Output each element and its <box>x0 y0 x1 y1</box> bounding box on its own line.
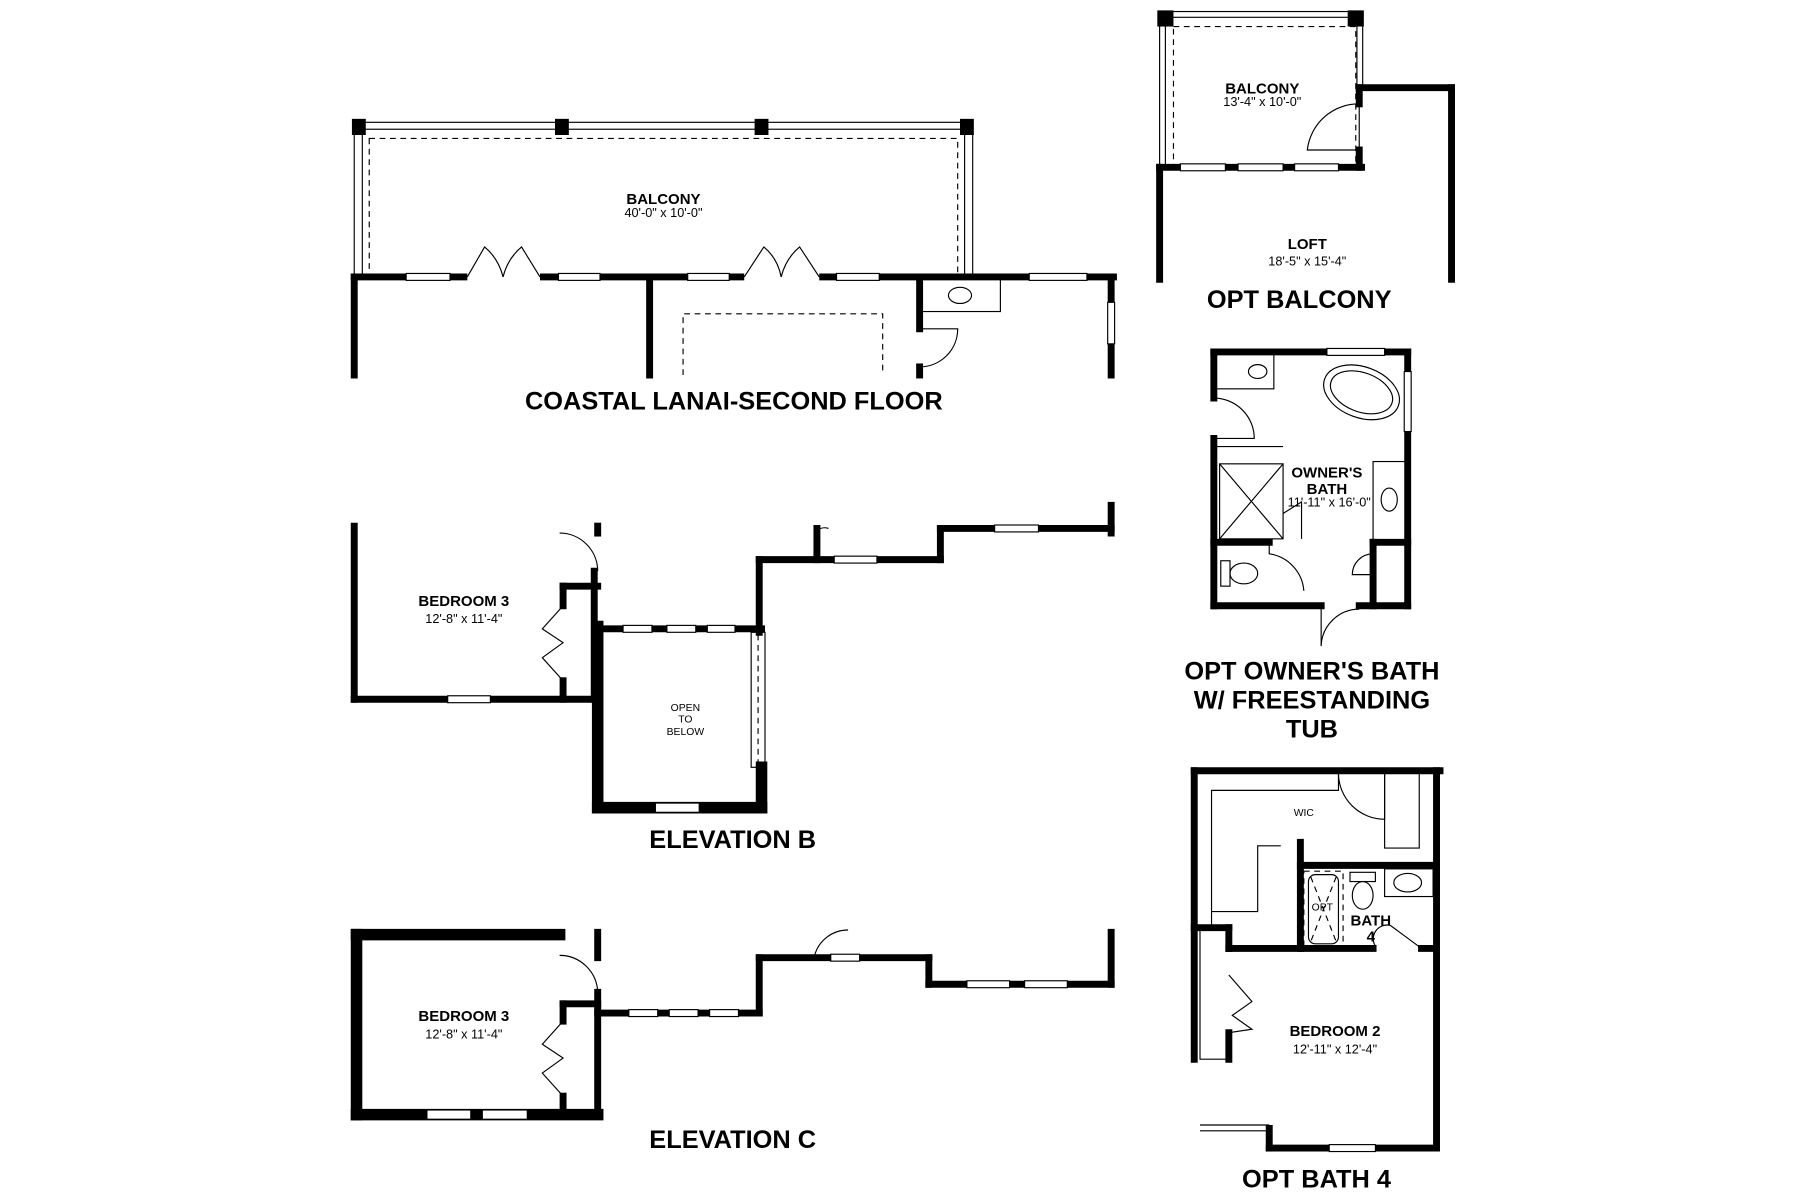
room-dims: 12'-8" x 11'-4" <box>425 1027 502 1041</box>
room-label: BATH <box>1350 912 1391 929</box>
elevation-b-plan: BEDROOM 3 12'-8" x 11'-4" OPEN TO BELOW … <box>350 501 1115 854</box>
open-to-below-label: TO <box>678 714 692 725</box>
opt-balcony-plan: BALCONY 13'-4" x 10'-0" LOFT 18'-5" x 15… <box>1156 10 1455 314</box>
open-to-below-label: BELOW <box>667 727 705 738</box>
coastal-lanai-plan: BALCONY 40'-0" x 10'-0" COASTAL LANAI-SE… <box>350 118 1117 416</box>
room-label: BALCONY <box>1225 80 1299 97</box>
room-label: BEDROOM 3 <box>418 1008 509 1025</box>
room-label: OWNER'S <box>1291 465 1362 482</box>
opt-owners-bath-plan: OWNER'S BATH 11'-11" x 16'-0" OPT OWNER'… <box>1184 347 1439 743</box>
room-label: 4 <box>1367 929 1376 946</box>
elevation-c-plan: BEDROOM 3 12'-8" x 11'-4" ELEVATION C <box>350 928 1115 1154</box>
opt-label: OPT <box>1312 902 1334 913</box>
plan-title: OPT OWNER'S BATH <box>1184 658 1439 686</box>
room-label: LOFT <box>1288 236 1327 253</box>
room-label: BATH <box>1307 481 1348 498</box>
room-label: WIC <box>1294 808 1315 819</box>
plan-title: ELEVATION C <box>649 1126 816 1154</box>
room-label: BALCONY <box>626 191 700 208</box>
plan-title: TUB <box>1286 715 1338 743</box>
plan-title: COASTAL LANAI-SECOND FLOOR <box>525 388 943 416</box>
room-dims: 40'-0" x 10'-0" <box>624 206 702 220</box>
room-dims: 12'-8" x 11'-4" <box>425 612 502 626</box>
plan-title: OPT BALCONY <box>1207 286 1392 314</box>
plan-title: W/ FREESTANDING <box>1194 686 1430 714</box>
plan-title: OPT BATH 4 <box>1242 1165 1391 1193</box>
room-dims: 11'-11" x 16'-0" <box>1288 496 1371 510</box>
room-label: BEDROOM 2 <box>1290 1023 1381 1040</box>
room-dims: 13'-4" x 10'-0" <box>1223 95 1301 109</box>
open-to-below-label: OPEN <box>671 703 700 714</box>
room-label: BEDROOM 3 <box>418 593 509 610</box>
room-dims: 18'-5" x 15'-4" <box>1268 254 1346 268</box>
room-dims: 12'-11" x 12'-4" <box>1293 1042 1377 1056</box>
opt-bath-4-plan: WIC OPT BATH 4 BEDROOM 2 12'-11" x 12'-4… <box>1190 767 1444 1193</box>
plan-title: ELEVATION B <box>649 826 816 854</box>
